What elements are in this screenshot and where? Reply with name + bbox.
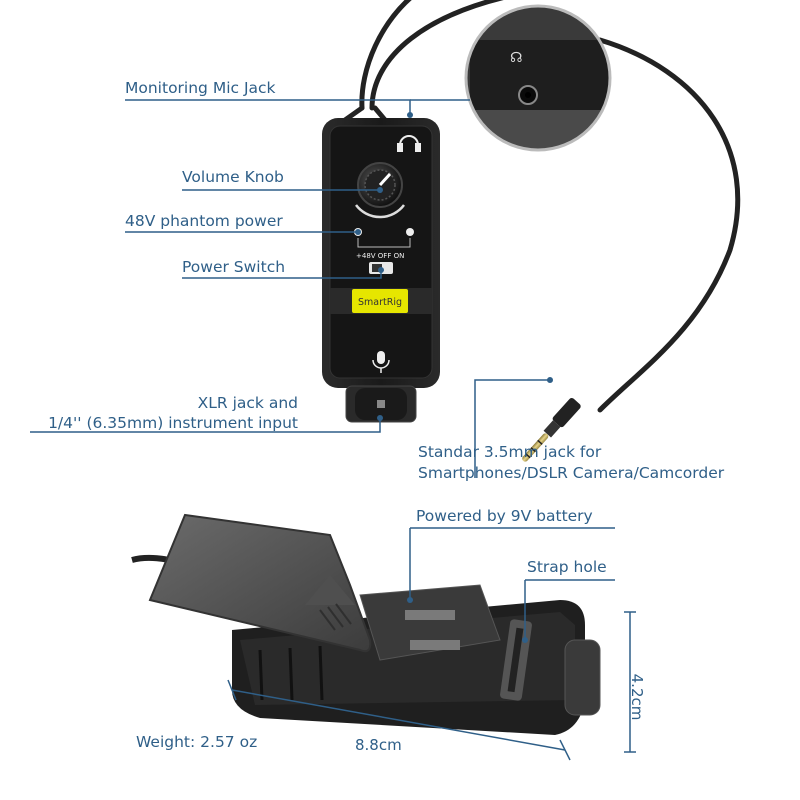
adapter-back xyxy=(131,513,601,735)
label-weight: Weight: 2.57 oz xyxy=(136,733,258,751)
svg-text:☊: ☊ xyxy=(510,50,522,66)
label-battery: Powered by 9V battery xyxy=(416,507,593,525)
zoom-inset: ☊ xyxy=(464,4,612,152)
volume-knob xyxy=(355,162,405,219)
label-monitoring-mic-jack: Monitoring Mic Jack xyxy=(125,79,276,97)
length-dimension: 8.8cm xyxy=(355,736,402,754)
label-volume-knob: Volume Knob xyxy=(182,168,284,186)
adapter-front: +48V OFF ON SmartRig xyxy=(322,118,440,423)
microphone-icon xyxy=(372,351,390,373)
brand-badge xyxy=(352,289,408,313)
label-power-switch: Power Switch xyxy=(182,258,286,276)
label-strap-hole: Strap hole xyxy=(527,558,607,576)
label-jack-line2: Smartphones/DSLR Camera/Camcorder xyxy=(418,464,725,482)
label-jack-line1: Standar 3.5mm jack for xyxy=(418,443,602,461)
trrs-plug xyxy=(522,397,581,462)
label-xlr-line1: XLR jack and xyxy=(197,394,298,412)
label-phantom-power: 48V phantom power xyxy=(125,212,283,230)
callout-dots xyxy=(355,112,553,643)
headphone-icon xyxy=(397,135,421,152)
label-xlr-line2: 1/4'' (6.35mm) instrument input xyxy=(48,414,298,432)
height-dimension: 4.2cm xyxy=(628,674,646,721)
callout-lines xyxy=(30,99,636,761)
brand-text: SmartRig xyxy=(358,297,402,308)
right-led xyxy=(406,228,414,236)
switch-markings: +48V OFF ON xyxy=(356,252,404,260)
